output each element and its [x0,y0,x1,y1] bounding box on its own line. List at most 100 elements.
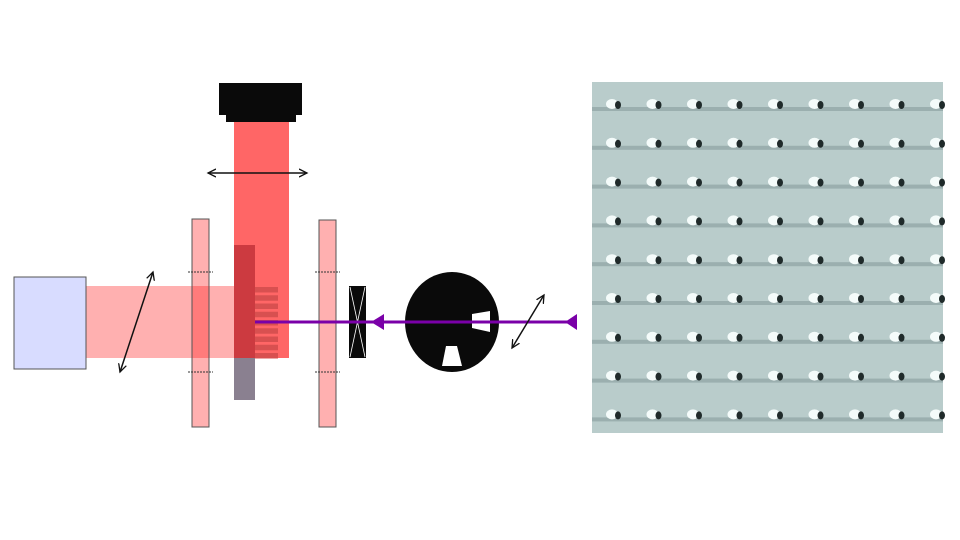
micrograph-dot-shadow [898,178,905,187]
micrograph-dot-shadow [615,178,621,187]
micrograph-dot-shadow [615,139,621,148]
micrograph-dot-shadow [777,372,783,381]
micrograph-dot [808,293,821,303]
micrograph-dot-shadow [655,295,662,303]
micrograph-dot [646,215,659,226]
micrograph-dot [606,409,618,420]
micrograph-dot [808,254,821,265]
micrograph-dot-shadow [817,256,824,265]
micrograph-dot [930,293,942,303]
micrograph-dot-shadow [817,333,824,342]
micrograph-dot [687,331,699,342]
micrograph-dot-shadow [939,178,945,187]
micrograph-dot-shadow [939,217,945,226]
micrograph-dot [768,99,780,109]
micrograph-dot-shadow [858,411,864,420]
micrograph-row-shadow [592,378,943,383]
micrograph-dot-shadow [898,217,905,226]
micrograph-dot-shadow [736,256,743,265]
micrograph-dot-shadow [655,101,662,109]
micrograph-dot-shadow [858,101,864,109]
micrograph-dot [849,331,861,342]
micrograph-dot [727,215,740,226]
micrograph-dot [889,293,902,303]
micrograph-dot-shadow [898,139,905,148]
micrograph-dot-shadow [736,372,743,381]
micrograph-dot [687,293,699,303]
micrograph-dot-shadow [858,333,864,342]
micrograph-dot [889,137,902,148]
micrograph-dot-shadow [777,295,783,303]
micrograph-dot [930,99,942,109]
micrograph-dot [889,409,902,420]
micrograph-dot-shadow [939,333,945,342]
micrograph-row-shadow [592,223,943,228]
micrograph-dot [930,409,942,420]
micrograph-dot-shadow [615,411,621,420]
micrograph-dot [889,370,902,381]
grating-line [255,311,278,318]
micrograph-dot-shadow [736,139,743,148]
micrograph-dot [646,370,659,381]
micrograph-dot [646,254,659,265]
micrograph-dot-shadow [655,139,662,148]
micrograph-dot [849,215,861,226]
micrograph-dot-shadow [939,295,945,303]
sample-substrate [234,358,255,400]
micrograph-dot [930,215,942,226]
micrograph-dot [849,370,861,381]
micrograph-dot-shadow [777,101,783,109]
micrograph-dot [606,370,618,381]
horizontal-laser-beam [86,286,234,358]
micrograph-dot [808,409,821,420]
micrograph-dot-shadow [898,256,905,265]
grating-line [255,287,278,293]
micrograph-dot-shadow [696,217,702,226]
micrograph-dot [849,176,861,187]
micrograph-dot-shadow [736,295,743,303]
micrograph-dot-shadow [655,372,662,381]
micrograph-dot-shadow [817,411,824,420]
micrograph-dot-shadow [736,333,743,342]
grating-line [255,344,278,351]
sample [234,245,255,358]
micrograph-dot [849,293,861,303]
micrograph-dot [889,99,902,109]
micrograph-dot-shadow [736,178,743,187]
micrograph-dot [646,137,659,148]
micrograph-dot [768,331,780,342]
camera-icon [219,83,302,122]
micrograph-dot [606,331,618,342]
micrograph-dot [849,99,861,109]
micrograph-dot [687,409,699,420]
double-arrow-icon [120,272,153,372]
grating-line [255,328,278,334]
micrograph-dot-shadow [655,217,662,226]
micrograph-dot-shadow [898,372,905,381]
micrograph-row-shadow [592,417,943,422]
micrograph-dot [930,176,942,187]
micrograph-dot [808,99,821,109]
micrograph-row-shadow [592,107,943,111]
micrograph-dot [889,254,902,265]
micrograph-dot [606,137,618,148]
left-plate [188,218,213,428]
micrograph-dot-shadow [817,178,824,187]
micrograph-dot-shadow [615,101,621,109]
micrograph-dot [808,137,821,148]
micrograph-dot-shadow [939,139,945,148]
micrograph-dot-shadow [858,139,864,148]
micrograph-dot [768,293,780,303]
micrograph-row-shadow [592,339,943,344]
micrograph-dot-shadow [858,295,864,303]
micrograph-dot-shadow [777,217,783,226]
micrograph-dot-shadow [858,217,864,226]
micrograph-dot-shadow [655,178,662,187]
micrograph-dot-shadow [939,256,945,265]
micrograph-dot [889,215,902,226]
micrograph-dot [646,99,659,109]
micrograph-dot [727,99,740,109]
double-arrow-icon [512,295,544,348]
micrograph-dot [687,254,699,265]
micrograph-dot-shadow [736,101,743,109]
